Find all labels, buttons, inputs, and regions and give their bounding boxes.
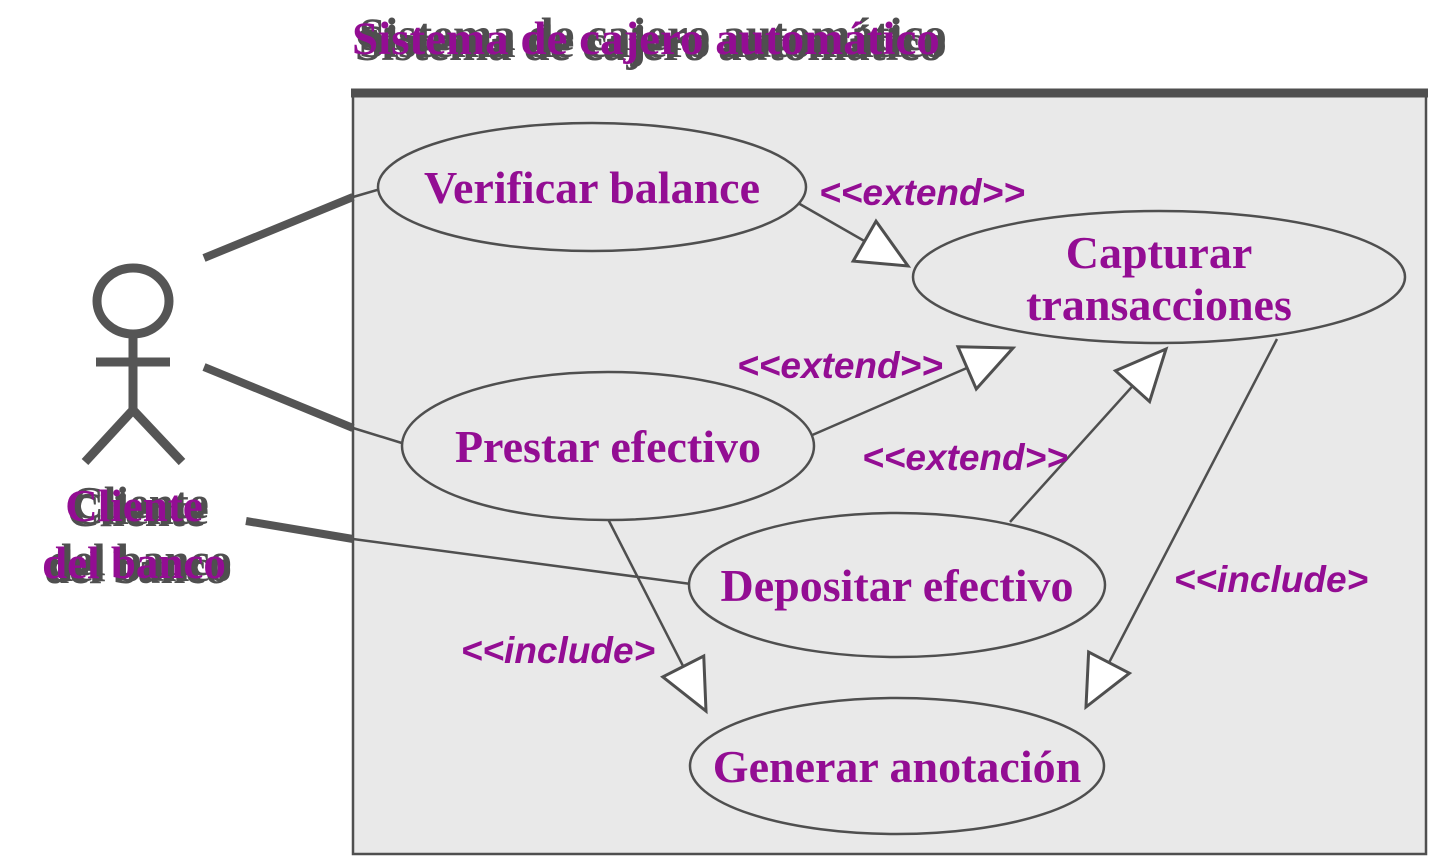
use-case-label: Depositar efectivo — [721, 560, 1074, 611]
stereotype-extend-2: <<extend>> — [737, 345, 943, 386]
actor-name-line2: del banco — [42, 538, 226, 588]
stereotype-include-1: <<include> — [461, 630, 655, 671]
association-cliente-depositar — [245, 517, 692, 586]
stereotype-include-2: <<include> — [1174, 559, 1368, 600]
actor-name-line1: Cliente — [65, 481, 203, 531]
extend-arrow-verificar-to-capturar — [797, 201, 912, 268]
system-title: Sistema de cajero automático — [352, 13, 940, 65]
actor-left-leg — [81, 406, 137, 466]
use-case-verificar-balance: Verificar balance — [376, 121, 808, 253]
actor-head — [92, 263, 174, 339]
use-case-label: Prestar efectivo — [455, 421, 761, 472]
stereotype-extend-3: <<extend>> — [862, 437, 1068, 478]
use-case-prestar-efectivo: Prestar efectivo — [400, 370, 816, 522]
actor-cliente-del-banco — [81, 263, 186, 466]
use-case-generar-anotacion: Generar anotación — [688, 696, 1106, 836]
include-arrow-capturar-to-generar — [1084, 338, 1279, 711]
use-case-depositar-efectivo: Depositar efectivo — [687, 511, 1107, 659]
use-case-label: Verificar balance — [424, 162, 760, 213]
use-case-label-line2: transacciones — [1026, 279, 1292, 330]
stereotype-extend-1: <<extend>> — [819, 172, 1025, 213]
association-cliente-prestar — [202, 363, 406, 446]
actor-name-label: Cliente del banco — [8, 478, 260, 592]
use-case-label-line1: Capturar — [1066, 227, 1253, 278]
use-case-label: Generar anotación — [713, 741, 1081, 792]
actor-right-leg — [129, 406, 186, 466]
extend-arrow-prestar-to-capturar — [809, 345, 1017, 438]
include-arrow-prestar-to-generar — [606, 518, 708, 715]
extend-arrow-depositar-to-capturar — [1009, 346, 1169, 523]
use-case-capturar-transacciones: Capturar transacciones — [911, 209, 1407, 345]
